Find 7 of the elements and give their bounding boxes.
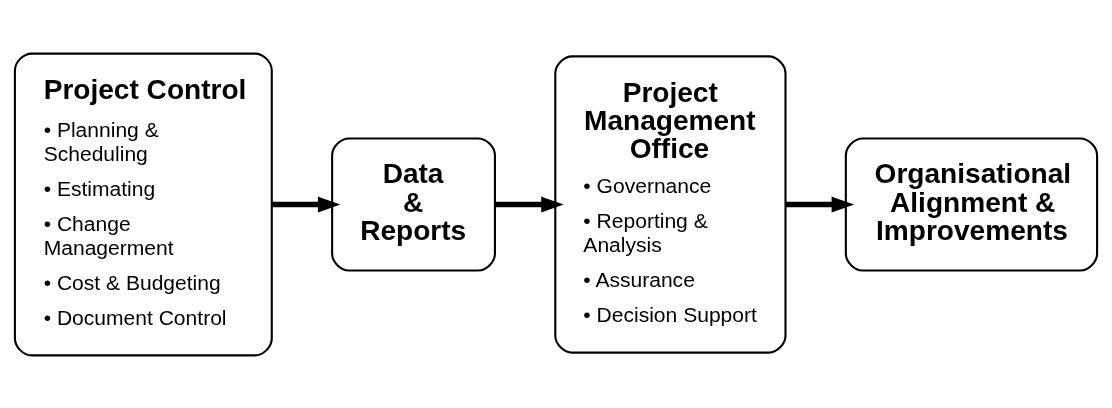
- node-box: Project Control • Planning & Scheduling • Estimating • Change Managerment • Cost & Budgeting • Document Control: [13, 52, 273, 356]
- node-box: Organisational Alignment & Improvements: [844, 136, 1099, 272]
- arrow: [785, 196, 855, 212]
- node-box: Project Management Office • Governance • Reporting & Analysis • Assurance • Decision Support: [554, 54, 787, 354]
- node-box: Data & Reports: [331, 136, 496, 272]
- arrow: [495, 196, 564, 212]
- arrow: [271, 196, 341, 212]
